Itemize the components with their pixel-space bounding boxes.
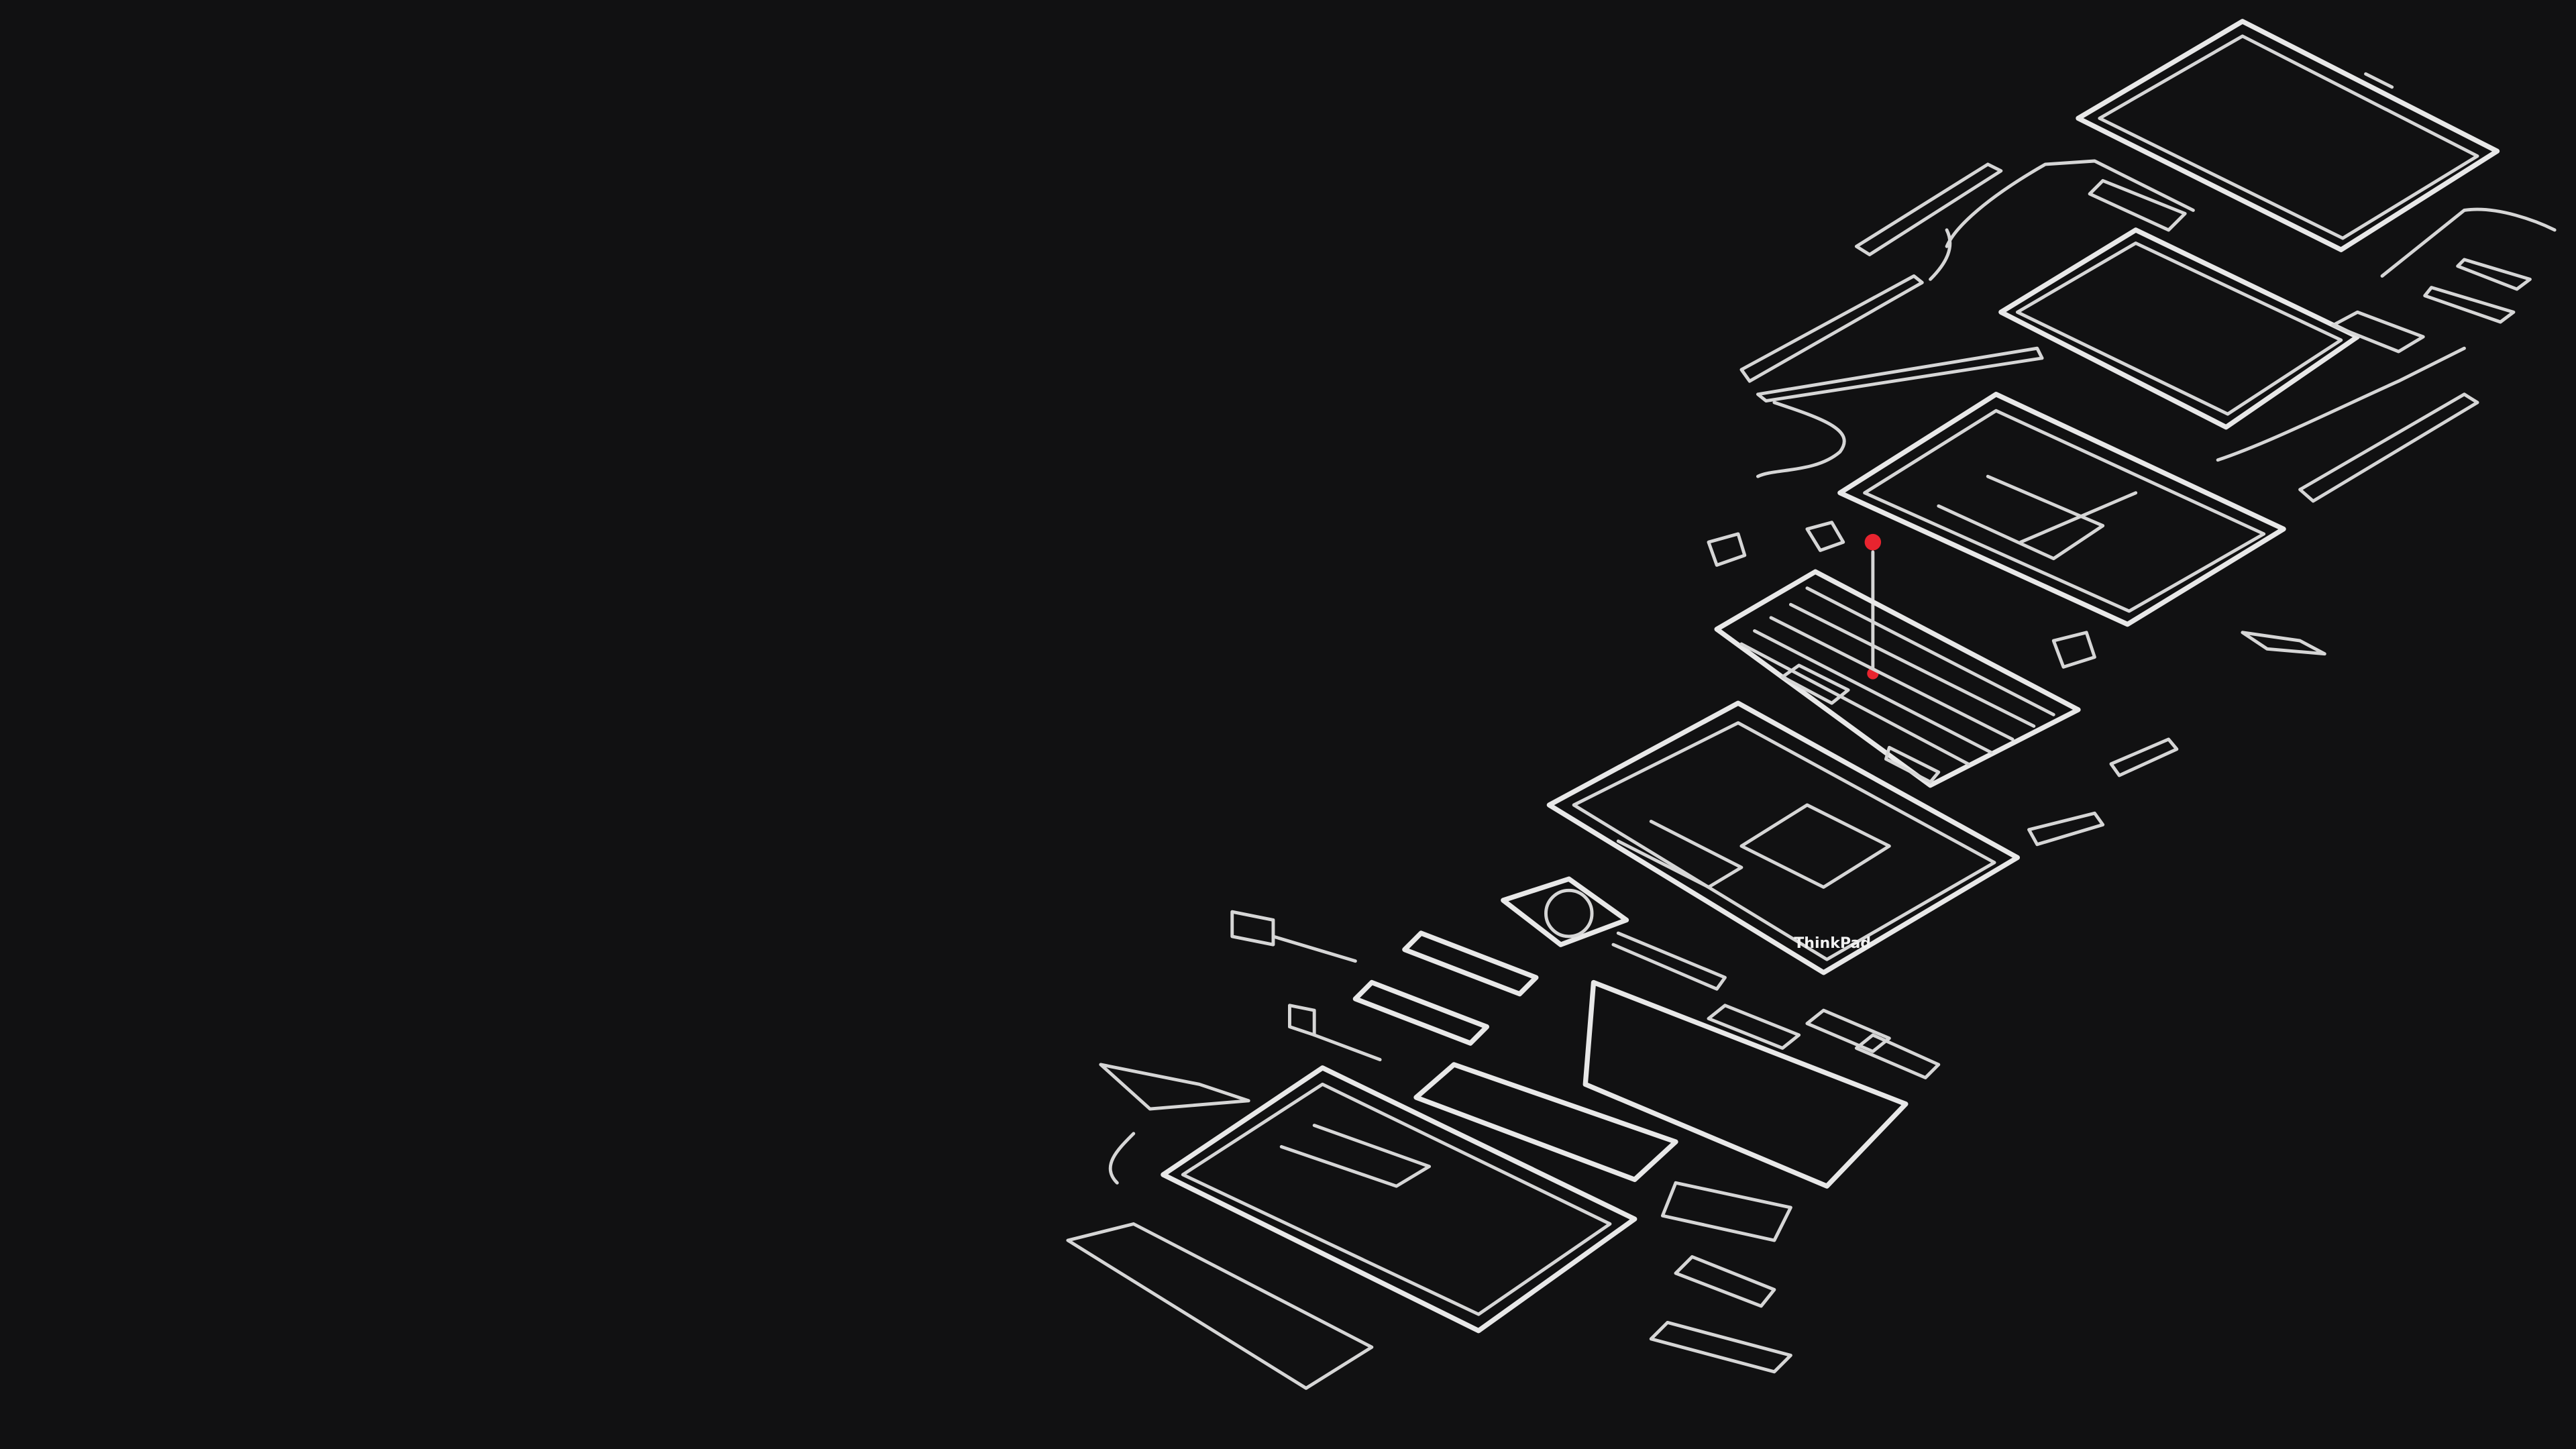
storage-ssd <box>1649 1181 1792 1374</box>
small-parts <box>1066 910 1382 1390</box>
hinges <box>1707 521 2326 669</box>
brand-logo: ThinkPad <box>1794 935 1871 952</box>
motherboard <box>1582 979 1941 1189</box>
brackets <box>2027 737 2179 847</box>
display-bezel <box>2076 19 2500 252</box>
display-back-cover <box>1837 392 2286 627</box>
bottom-cover <box>1161 1065 1638 1334</box>
ram-modules <box>1352 930 1539 1046</box>
keyboard <box>1714 569 2081 788</box>
palm-rest: ThinkPad <box>1546 700 2021 975</box>
battery <box>1413 1062 1678 1183</box>
trackpoint-indicator <box>1864 533 1882 680</box>
cooling-fan <box>1501 876 1727 991</box>
display-cables <box>1739 159 2557 503</box>
lcd-panel <box>1998 227 2360 430</box>
